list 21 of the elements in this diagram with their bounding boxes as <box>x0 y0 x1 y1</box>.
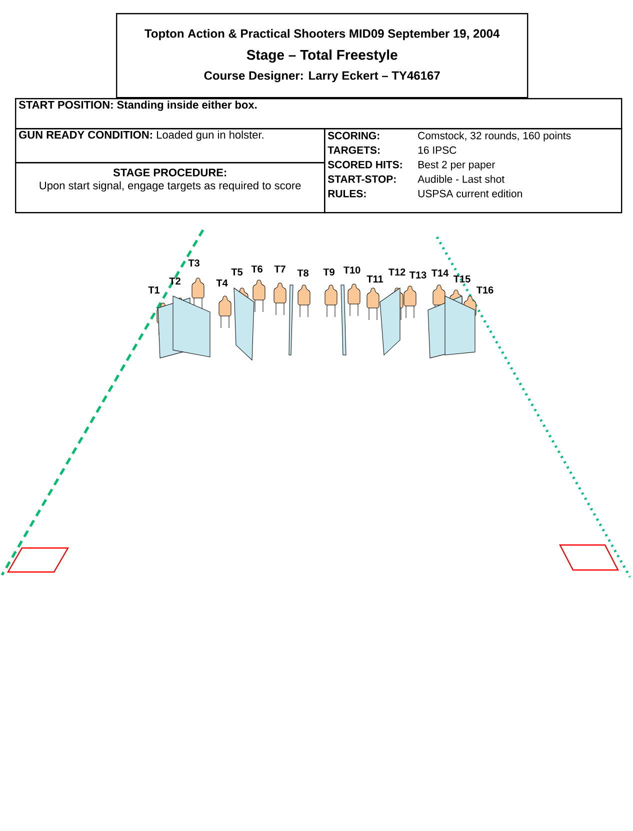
table-cell: GUN READY CONDITION: Loaded gun in holster. <box>15 128 326 164</box>
target-label: T1 <box>148 286 160 294</box>
table-cell: STAGE PROCEDURE: Upon start signal, engage targets as required to score <box>15 162 326 214</box>
target-label: T4 <box>216 280 228 286</box>
target-label: T15 <box>454 276 470 282</box>
target-label: T14 <box>432 270 449 276</box>
table-cell: START POSITION: Standing inside either box. <box>15 98 622 130</box>
target-label: T12 <box>388 268 406 276</box>
target-label: T3 <box>188 259 200 267</box>
target-label: T16 <box>476 286 494 294</box>
target-label: T10 <box>344 266 360 274</box>
target-label: T9 <box>323 268 334 276</box>
target-label: T13 <box>410 271 426 279</box>
target-label: T7 <box>274 266 286 272</box>
target-label: T5 <box>231 268 243 276</box>
target-label: T11 <box>366 276 384 282</box>
target-label: T8 <box>297 269 309 277</box>
target-label: T2 <box>169 278 180 284</box>
header-box: Topton Action & Practical Shooters MID09 September 19, 2004 Stage – Total Freestyle Course Designer: Larry Eckert – TY46167 <box>116 13 528 98</box>
target-label: T6 <box>251 265 262 273</box>
table-cell: SCORING: Comstock, 32 rounds, 160 points TARGETS: 16 IPSC SCORED HITS: Best 2 per paper START-STOP: Audible - Last shot RULES: USPSA current edition <box>324 128 622 214</box>
